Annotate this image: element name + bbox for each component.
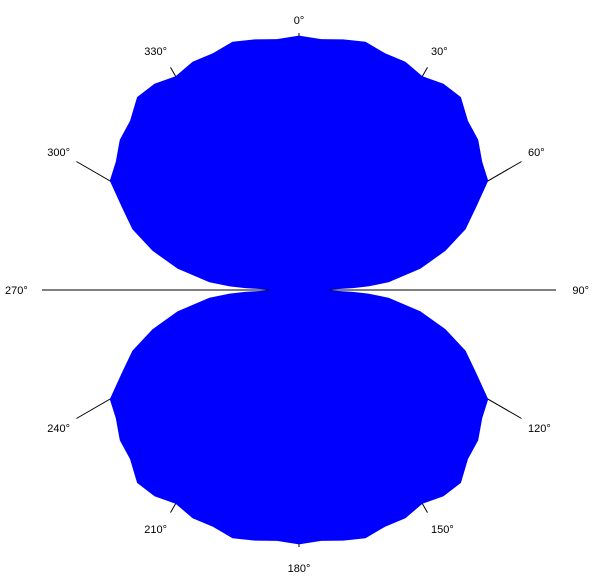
angle-label-30: 30° [431, 46, 448, 58]
angle-label-180: 180° [288, 563, 311, 575]
angle-label-150: 150° [431, 524, 454, 536]
angle-label-240: 240° [47, 423, 70, 435]
angle-label-330: 330° [144, 46, 167, 58]
data-area-layer [109, 35, 489, 545]
angle-label-0: 0° [294, 15, 305, 27]
angle-label-300: 300° [47, 147, 70, 159]
data-area [109, 35, 489, 545]
angle-label-60: 60° [528, 147, 545, 159]
angle-tick-labels: 0° 30° 60° 90° 120° 150° 180° 210° 240° 270° 300° 3… [5, 15, 589, 575]
angle-label-270: 270° [5, 285, 28, 297]
angle-label-120: 120° [528, 423, 551, 435]
angle-label-90: 90° [572, 285, 589, 297]
angle-label-210: 210° [144, 524, 167, 536]
